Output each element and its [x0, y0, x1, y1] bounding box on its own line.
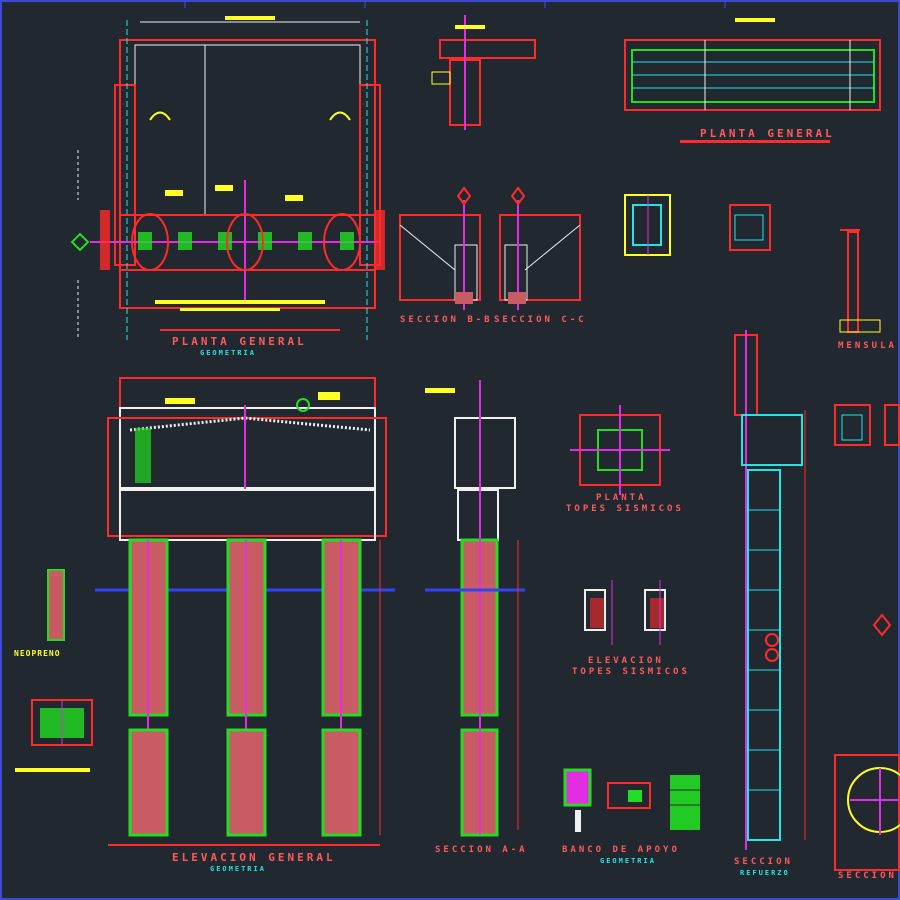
elevacion-general-elevation	[95, 377, 395, 846]
planta-general-plan	[70, 16, 385, 340]
title-mensula: MENSULA	[838, 341, 897, 351]
topes-sismicos-planta	[570, 405, 670, 495]
scale-refuerzo: REFUERZO	[740, 869, 790, 877]
title-topes-sismicos-2: TOPES SISMICOS	[572, 667, 690, 677]
title-seccion-columna: SECCION	[734, 857, 793, 867]
scale-geometria-3: GEOMETRIA	[600, 857, 656, 865]
pile-left	[128, 538, 169, 837]
detalles-derecha	[834, 404, 900, 871]
title-seccion-c-c: SECCION C-C	[494, 315, 587, 325]
topes-sismicos-elevacion	[584, 580, 666, 645]
title-seccion-b-b: SECCION B-B	[400, 315, 493, 325]
title-topes-sismicos: TOPES SISMICOS	[566, 504, 684, 514]
scale-geometria-1: GEOMETRIA	[200, 349, 256, 357]
title-elevacion-general: ELEVACION GENERAL	[172, 851, 336, 864]
banco-de-apoyo	[563, 768, 700, 832]
title-banco-de-apoyo: BANCO DE APOYO	[562, 845, 680, 855]
title-planta-general: PLANTA GENERAL	[172, 335, 307, 348]
columna-refuerzo	[734, 330, 806, 850]
seccion-b-b-c-c	[399, 186, 581, 310]
title-seccion-a-a: SECCION A-A	[435, 845, 528, 855]
title-neopreno: NEOPRENO	[14, 649, 61, 658]
pile-center	[226, 538, 267, 837]
title-planta-topes: PLANTA	[596, 493, 647, 503]
detalle-top-center	[431, 15, 536, 130]
title-planta-general-right: PLANTA GENERAL	[700, 127, 835, 140]
scale-geometria-2: GEOMETRIA	[210, 865, 266, 873]
detalles-refuerzo-medio	[624, 194, 881, 333]
pile-right	[321, 538, 362, 837]
neopreno-detail	[15, 569, 93, 772]
title-seccion-right: SECCION	[838, 871, 897, 881]
seccion-a-a	[425, 380, 525, 837]
title-elevacion-topes: ELEVACION	[588, 656, 664, 666]
planta-general-right	[624, 18, 881, 143]
